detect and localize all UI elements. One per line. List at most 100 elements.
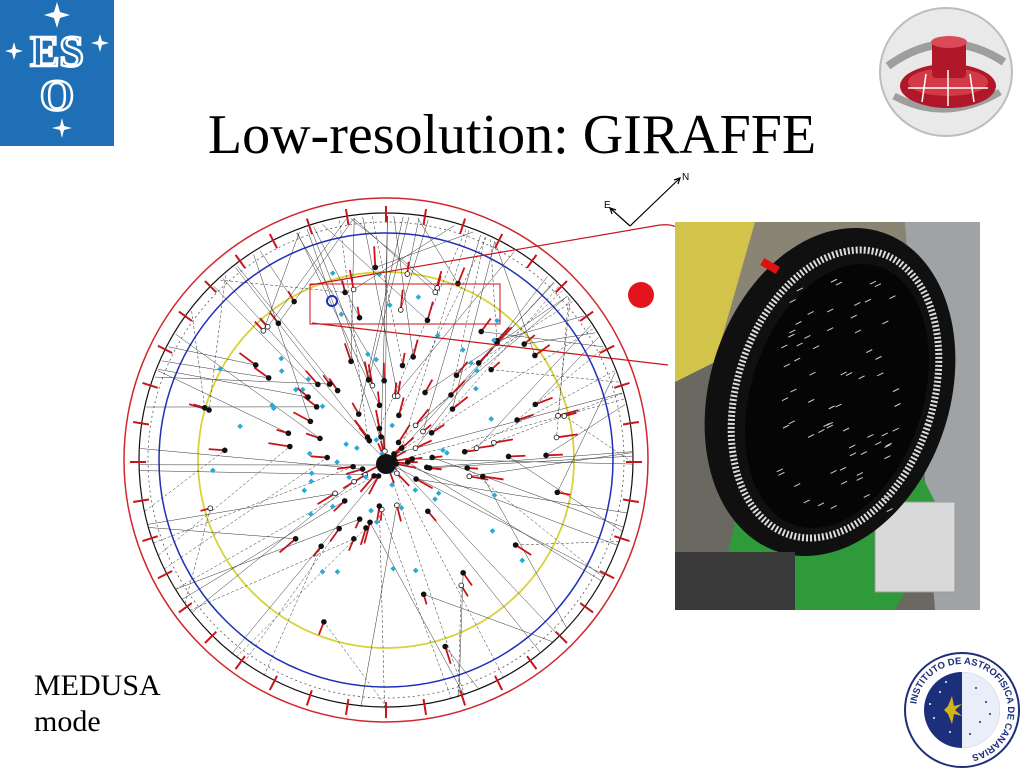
fibre-tip [337, 526, 342, 531]
iac-logo: INSTITUTO DE ASTROFISICA DE CANARIAS [900, 652, 1024, 768]
fibre-line [370, 522, 464, 695]
fibre-line [557, 372, 615, 492]
slide-title: Low-resolution: GIRAFFE [0, 100, 1024, 170]
target-diamond [335, 569, 341, 575]
fibre-tip [356, 412, 361, 417]
fibre-button [376, 410, 380, 428]
fibre-tip [562, 414, 567, 419]
fibre-tip [462, 449, 467, 454]
target-diamond [354, 445, 360, 451]
parked-fibre [600, 571, 614, 578]
fibre-tip [399, 446, 404, 451]
fibre-tip [208, 506, 213, 511]
fibre-line [397, 473, 504, 678]
target-diamond [210, 468, 216, 474]
fibre-line [430, 456, 632, 468]
fibre-tip [506, 454, 511, 459]
target-diamond [432, 496, 438, 502]
target-diamond [519, 558, 525, 564]
fibre-tip [394, 471, 399, 476]
fibre-tip [314, 404, 319, 409]
fibre-tip [424, 465, 429, 470]
fibre-line [236, 528, 366, 657]
target-diamond [492, 492, 498, 498]
target-diamond [390, 566, 396, 572]
target-diamond [374, 437, 380, 443]
fibre-tip [421, 592, 426, 597]
fibre-tip [352, 479, 357, 484]
fibre-line [164, 458, 327, 569]
fibre-tip [425, 509, 430, 514]
fibre-tip [360, 467, 365, 472]
parked-fibre [143, 536, 158, 541]
fibre-line [424, 594, 554, 642]
fibre-line [396, 464, 559, 636]
fibre-line [176, 519, 360, 589]
fibre-line [395, 461, 618, 546]
fibre-tip [544, 453, 549, 458]
fibre-tip [443, 644, 448, 649]
fibre-line [324, 622, 387, 708]
fibre-tip [429, 430, 434, 435]
target-diamond [412, 487, 418, 493]
fibre-line [412, 459, 632, 464]
fibre-line [427, 452, 632, 468]
fibre-tip [556, 413, 561, 418]
fibre-tip [364, 526, 369, 531]
fibre-line [145, 450, 225, 511]
parked-fibre [236, 255, 245, 268]
fibre-tip [396, 440, 401, 445]
target-diamond [279, 368, 285, 374]
fibre-tip [421, 429, 426, 434]
fibre-tip [266, 376, 271, 381]
fibre-line [382, 509, 452, 699]
target-diamond [389, 423, 395, 429]
fibre-line [158, 369, 308, 397]
fibre-tip [413, 446, 418, 451]
parked-fibre [236, 656, 245, 669]
target-diamond [374, 519, 380, 525]
fibre-tip [396, 413, 401, 418]
fibre-tip [423, 390, 428, 395]
fibre-line [158, 447, 289, 556]
parked-fibre [346, 699, 349, 715]
fibre-line [244, 529, 339, 663]
fibre-line [428, 511, 541, 653]
caption-line-1: MEDUSA [34, 668, 161, 704]
fibre-line [379, 506, 384, 708]
caption-line-2: mode [34, 704, 161, 740]
fibre-button [355, 420, 368, 437]
slide-caption: MEDUSA mode [34, 668, 161, 740]
fibre-line [140, 471, 365, 475]
fibre-tip [450, 407, 455, 412]
target-diamond [302, 488, 308, 494]
fibre-tip [357, 517, 362, 522]
fibre-tip [533, 402, 538, 407]
target-diamond [334, 459, 340, 465]
fibre-line [469, 453, 632, 477]
fibre-tip [377, 403, 382, 408]
fibre-tip [414, 477, 419, 482]
fibre-tip [461, 570, 466, 575]
parked-fibre [133, 422, 149, 425]
fibre-line [394, 393, 622, 454]
fibre-tip [430, 455, 435, 460]
compass-north-label: N [682, 172, 689, 183]
target-diamond [368, 508, 374, 514]
fibre-tip [515, 418, 520, 423]
fibre-button [452, 397, 467, 409]
target-diamond [343, 441, 349, 447]
target-diamond [306, 376, 312, 382]
fibre-tip [342, 498, 347, 503]
fibre-tip [376, 474, 381, 479]
fibre-button [280, 539, 296, 553]
fibre-tip [319, 544, 324, 549]
fibre-tip [465, 466, 470, 471]
fibre-tip [413, 423, 418, 428]
parked-fibre [424, 699, 427, 715]
fibre-line [263, 232, 299, 331]
fibre-tip [333, 491, 338, 496]
fibre-line [465, 371, 615, 452]
fibre-tip [377, 426, 382, 431]
target-diamond [309, 470, 315, 476]
